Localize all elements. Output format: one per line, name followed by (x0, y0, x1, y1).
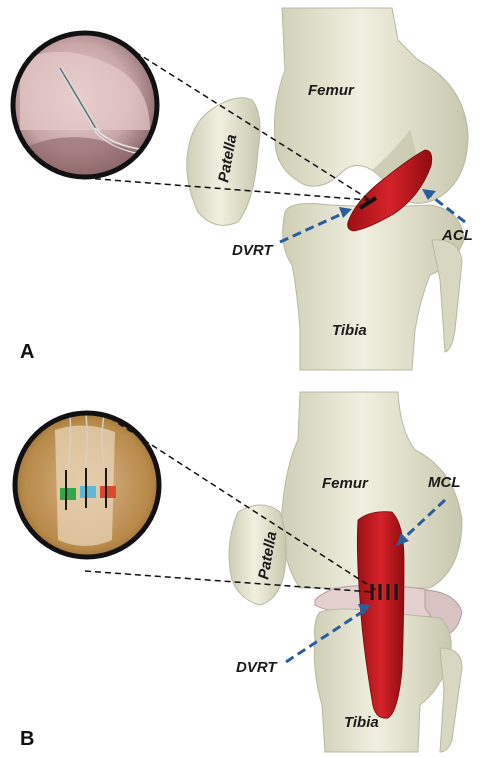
label-femur-a: Femur (308, 82, 355, 99)
patella-bone-b (229, 505, 286, 605)
label-mcl: MCL (428, 474, 461, 491)
label-tibia-b: Tibia (344, 714, 379, 731)
label-dvrt-a: DVRT (232, 242, 274, 259)
panel-label-a: A (20, 341, 34, 363)
femur-bone-a (274, 8, 468, 203)
label-femur-b: Femur (322, 475, 369, 492)
label-dvrt-b: DVRT (236, 659, 278, 676)
fibula-a (432, 240, 462, 352)
panel-label-b: B (20, 728, 34, 750)
panel-a: Femur Patella Tibia ACL DVRT A (10, 8, 473, 370)
label-acl: ACL (441, 227, 473, 244)
label-tibia-a: Tibia (332, 322, 367, 339)
panel-b: Femur Patella Tibia MCL DVRT B (12, 392, 462, 752)
fibula-b (440, 648, 462, 752)
